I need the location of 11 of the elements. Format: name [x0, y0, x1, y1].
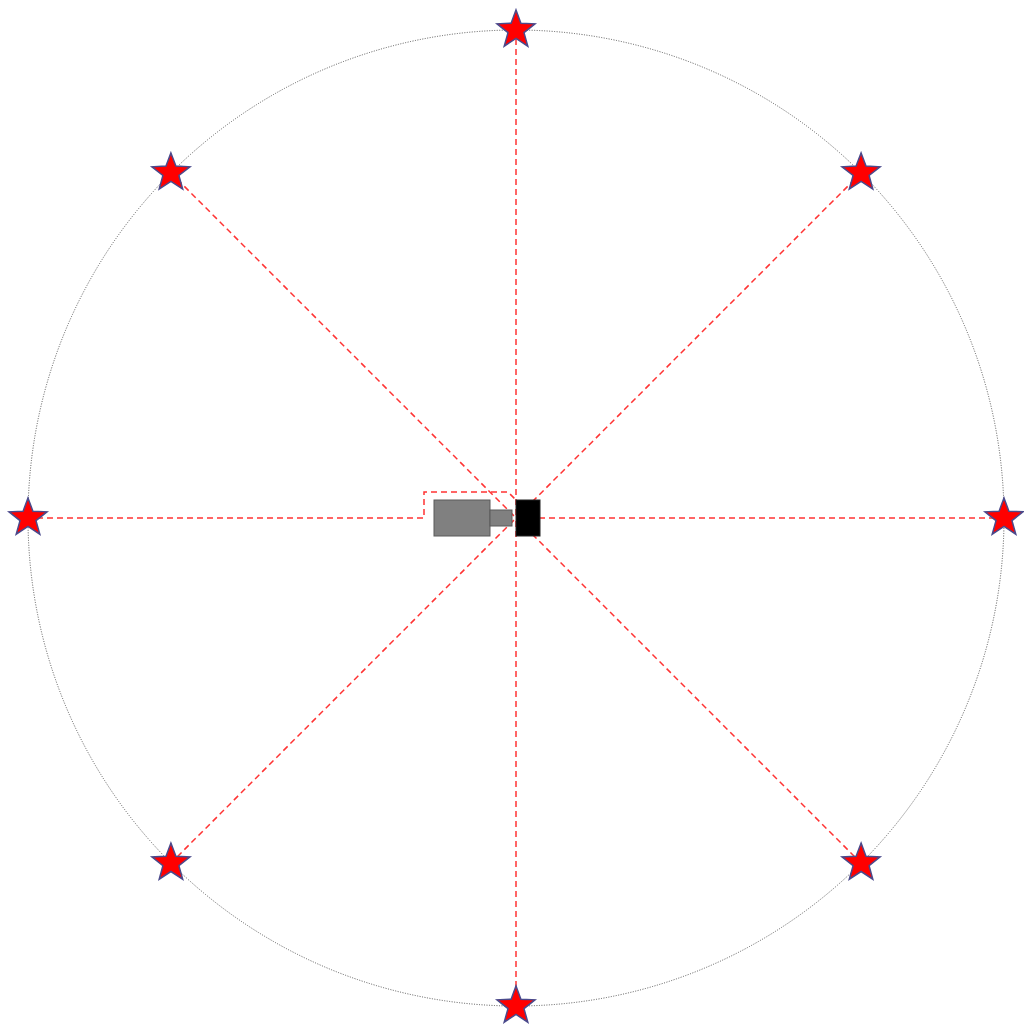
camera-icon	[433, 499, 513, 537]
star-marker	[6, 495, 50, 536]
star-marker	[494, 7, 538, 48]
star-marker	[839, 840, 883, 881]
dashed-line	[176, 517, 517, 858]
star-marker	[149, 840, 193, 881]
star-marker	[839, 150, 883, 191]
star-marker	[149, 150, 193, 191]
target-block	[515, 499, 541, 537]
star-marker	[982, 495, 1024, 536]
star-marker	[494, 983, 538, 1024]
